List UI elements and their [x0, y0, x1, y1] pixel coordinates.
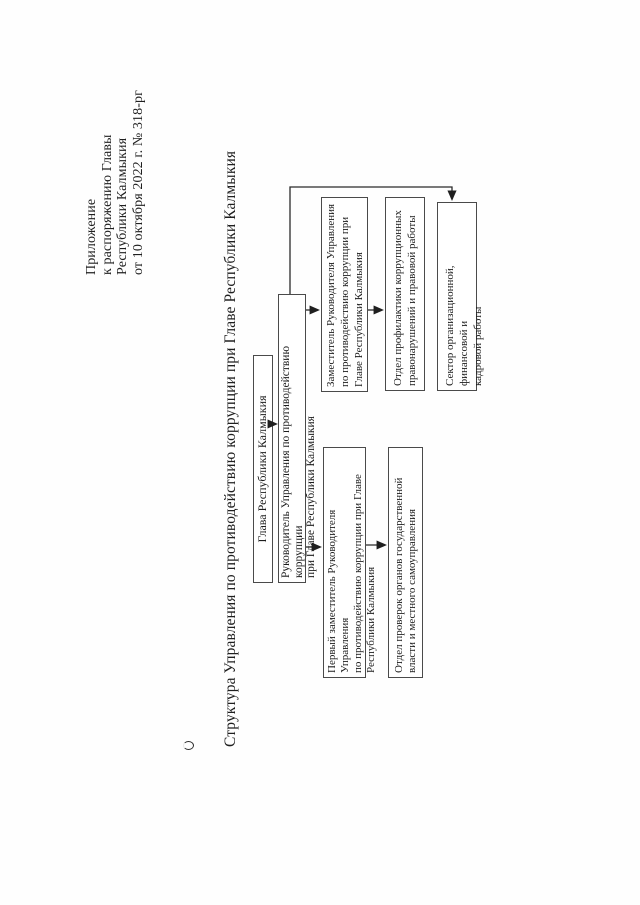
connector-rukovoditel-sektor [289, 186, 457, 294]
